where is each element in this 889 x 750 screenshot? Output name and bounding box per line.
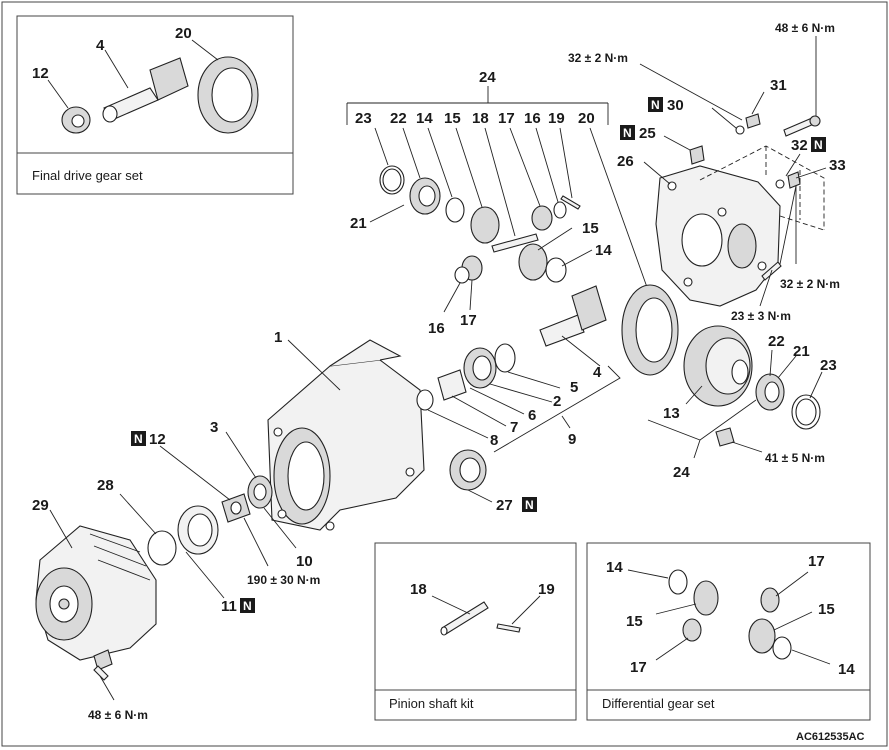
label-3: 3: [210, 419, 218, 436]
pinion-shaft-inset: Pinion shaft kit 18 19: [374, 542, 577, 721]
label-26: 26: [617, 153, 634, 170]
drive-pinion-part: [102, 57, 189, 123]
torque-32-top: 32 ± 2 N·m: [568, 51, 628, 65]
diff-gear-set-caption: Differential gear set: [602, 696, 715, 711]
svg-text:N: N: [814, 138, 823, 152]
label-14-diffset: 14: [606, 559, 623, 576]
label-11: 11: [221, 598, 237, 615]
label-1: 1: [274, 329, 282, 346]
rear-cover-part: [655, 165, 781, 307]
label-16-mid: 16: [428, 320, 445, 337]
label-17-diffset-bottom: 17: [630, 659, 647, 676]
label-32: 32: [791, 137, 808, 154]
torque-41: 41 ± 5 N·m: [765, 451, 825, 465]
label-21-right: 21: [793, 343, 810, 360]
label-5: 5: [570, 379, 578, 396]
torque-23: 23 ± 3 N·m: [731, 309, 791, 323]
label-19-inset: 19: [538, 581, 555, 598]
label-15-diffset-right: 15: [818, 601, 835, 618]
label-7: 7: [510, 419, 518, 436]
new-part-mark-11: N: [240, 598, 255, 613]
label-14-diffset-right: 14: [838, 661, 855, 678]
label-21-top: 21: [350, 215, 367, 232]
torque-190: 190 ± 30 N·m: [247, 573, 320, 587]
label-24-right: 24: [673, 464, 690, 481]
svg-text:N: N: [623, 126, 632, 140]
label-25: 25: [639, 125, 656, 142]
front-flange-parts: [147, 475, 273, 566]
new-part-mark-25: N: [620, 125, 635, 140]
label-30: 30: [667, 97, 684, 114]
svg-text:N: N: [525, 498, 534, 512]
label-24-top: 24: [479, 69, 496, 86]
new-part-mark-27: N: [522, 497, 537, 512]
label-31: 31: [770, 77, 787, 94]
label-15-top: 15: [444, 110, 461, 127]
label-14-top: 14: [416, 110, 433, 127]
label-20-inset: 20: [175, 25, 192, 42]
differential-case-part: [683, 325, 821, 447]
label-17-top: 17: [498, 110, 515, 127]
svg-text:N: N: [134, 432, 143, 446]
label-6: 6: [528, 407, 536, 424]
label-8: 8: [490, 432, 498, 449]
svg-text:N: N: [243, 599, 252, 613]
ring-gear-large: [621, 284, 679, 376]
final-drive-inset: Final drive gear set 4 20 12: [16, 15, 294, 195]
label-22-right: 22: [768, 333, 785, 350]
differential-carrier-part: [267, 339, 425, 531]
ring-gear-part: [197, 56, 259, 134]
figure-code: AC612535AC: [796, 731, 865, 743]
label-18-top: 18: [472, 110, 489, 127]
label-12-inset: 12: [32, 65, 49, 82]
label-4-inset: 4: [96, 37, 105, 54]
label-22-top: 22: [390, 110, 407, 127]
label-10: 10: [296, 553, 313, 570]
label-9: 9: [568, 431, 576, 448]
pinion-bearing-stack: [416, 343, 516, 491]
svg-text:N: N: [651, 98, 660, 112]
label-17-diffset-top: 17: [808, 553, 825, 570]
label-27: 27: [496, 497, 513, 514]
label-15-diffset-left: 15: [626, 613, 643, 630]
label-29: 29: [32, 497, 49, 514]
drive-pinion-center: 4: [539, 285, 607, 381]
diff-internals-group: 24 23 22 14 15 18 17 16 19 20: [346, 69, 649, 337]
label-15-mid: 15: [582, 220, 599, 237]
label-18-inset: 18: [410, 581, 427, 598]
upper-right-fasteners: [689, 113, 821, 281]
torque-48-top: 48 ± 6 N·m: [775, 21, 835, 35]
label-23-right: 23: [820, 357, 837, 374]
pinion-kit-caption: Pinion shaft kit: [389, 696, 474, 711]
label-16-top: 16: [524, 110, 541, 127]
label-20-top: 20: [578, 110, 595, 127]
label-14-mid: 14: [595, 242, 612, 259]
label-28: 28: [97, 477, 114, 494]
torque-32-mid: 32 ± 2 N·m: [780, 277, 840, 291]
new-part-mark-30: N: [648, 97, 663, 112]
new-part-mark-12: N: [131, 431, 146, 446]
label-2: 2: [553, 393, 561, 410]
torque-48-bottom: 48 ± 6 N·m: [88, 708, 148, 722]
label-23-top: 23: [355, 110, 372, 127]
label-12-front: 12: [149, 431, 166, 448]
label-13: 13: [663, 405, 680, 422]
coupling-unit-part: [35, 525, 157, 681]
new-part-mark-32: N: [811, 137, 826, 152]
label-4-center: 4: [593, 364, 602, 381]
final-drive-caption: Final drive gear set: [32, 168, 143, 183]
label-33: 33: [829, 157, 846, 174]
diff-gear-set-inset: Differential gear set 14 17 15 15 17 14: [586, 542, 871, 721]
label-17-mid: 17: [460, 312, 477, 329]
pinion-nut-part: [61, 106, 91, 134]
label-19-top: 19: [548, 110, 565, 127]
